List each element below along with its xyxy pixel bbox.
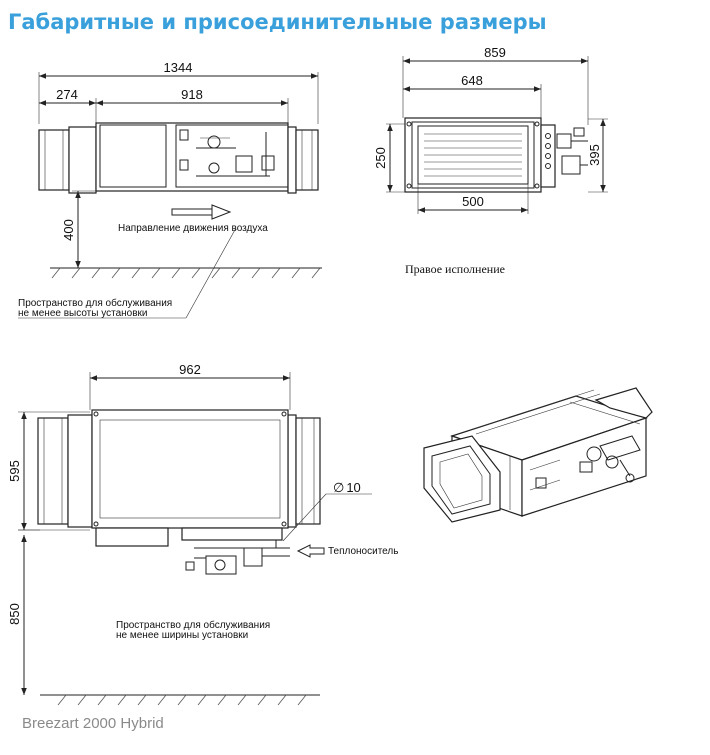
diameter-symbol-icon: ∅ [333,480,344,495]
service-note-height-line1: Пространство для обслуживания [18,297,172,309]
inlet-duct [38,129,70,191]
dim-body-length: 962 [179,362,201,377]
outlet-duct [295,129,319,191]
valve-assembly [179,129,275,177]
pipe-diameter-value: 10 [346,480,360,495]
grille [417,125,529,185]
dim-right-length: 918 [181,87,203,102]
page-title: Габаритные и присоединительные размеры [8,10,547,34]
coolant-label: Теплоноситель [328,546,398,557]
dim-total-width: 859 [484,45,506,60]
airflow-label: Направление движения воздуха [118,223,268,234]
pipe-diameter-label: ∅10 [333,480,361,495]
coolant-arrow-icon [296,544,325,558]
service-note-width-line2: не менее ширины установки [116,630,248,641]
top-view: 962 595 [7,362,398,706]
dim-total-length: 1344 [164,60,193,75]
front-view: 859 648 250 [373,45,608,276]
iso-valve-assembly [529,435,641,491]
dim-body-width: 595 [7,460,22,482]
dim-left-length: 274 [56,87,78,102]
front-view-caption: Правое исполнение [405,262,505,276]
service-note-height-line2: не менее высоты установки [18,308,148,319]
side-view: 1344 274 918 [18,60,322,319]
outlet-duct-top [295,417,321,525]
dim-height: 250 [373,147,388,169]
isometric-view [423,387,653,523]
dim-floor-clearance: 850 [7,603,22,625]
inlet-duct-top [37,417,69,525]
pipe-assembly [185,540,290,575]
dim-opening-width: 500 [462,194,484,209]
dim-total-height: 395 [587,144,602,166]
unit-body-top [91,409,289,529]
service-note-width-line1: Пространство для обслуживания [116,619,270,631]
airflow-arrow-icon [171,204,232,220]
connection-block [545,127,588,175]
dim-mount-height: 400 [61,219,76,241]
dim-width: 648 [461,73,483,88]
product-name-footer: Breezart 2000 Hybrid [22,715,164,732]
unit-body [95,122,289,192]
